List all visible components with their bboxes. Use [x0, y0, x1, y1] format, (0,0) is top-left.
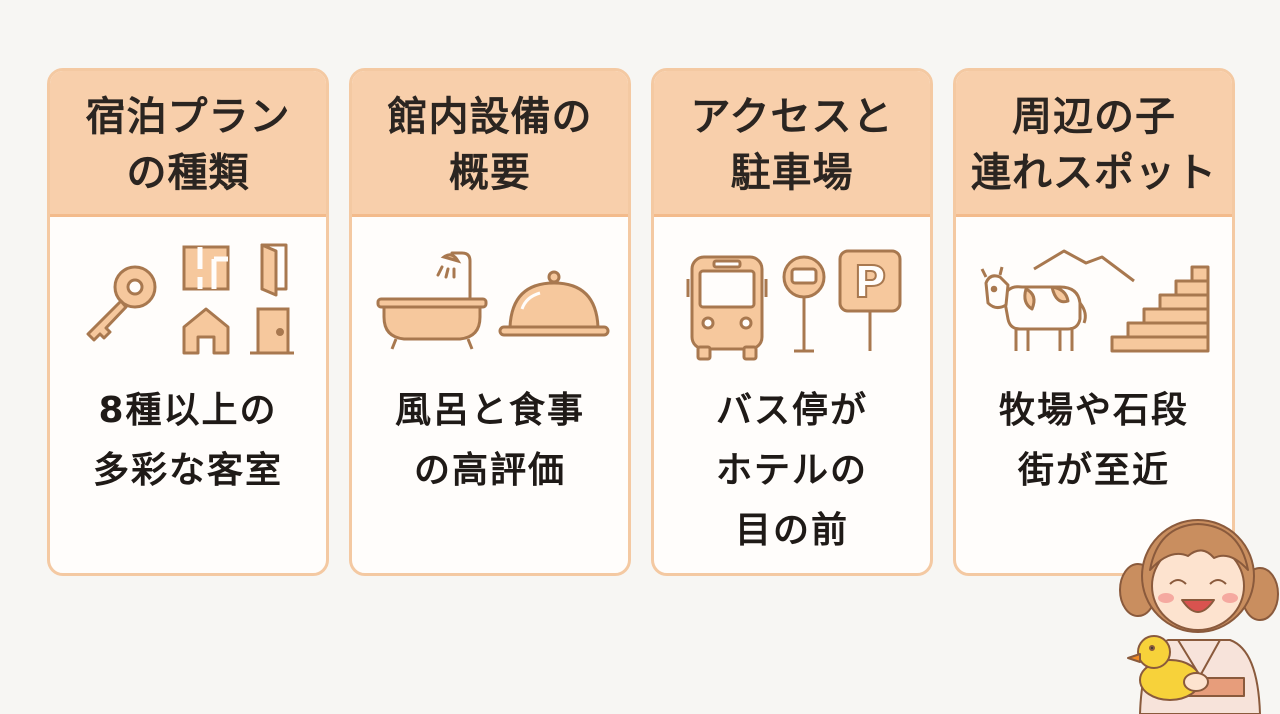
card-body-line: 牧場や石段 — [998, 390, 1189, 431]
card-body-line: 多彩な客室 — [92, 450, 283, 491]
house-icon — [182, 307, 230, 355]
card-body-line: 8種以上の — [98, 390, 278, 431]
mountain-icon — [1033, 249, 1135, 283]
feature-cards: 宿泊プラン の種類 — [47, 68, 1237, 578]
card-icons: P — [686, 249, 902, 361]
card-header: 宿泊プラン の種類 — [50, 71, 326, 217]
card-body: 風呂と食事 の高評価 — [352, 381, 628, 501]
parking-letter: P — [854, 257, 886, 308]
bus-stop-sign-icon — [782, 255, 826, 353]
key-icon — [86, 265, 157, 342]
card-body-line: バス停が — [715, 390, 868, 431]
parking-sign-icon: P — [838, 249, 902, 351]
card-body: バス停が ホテルの 目の前 — [654, 381, 930, 561]
card-title-line: 宿泊プラン — [85, 93, 291, 140]
card-title-line: 連れスポット — [971, 149, 1217, 196]
floor-plan-icon — [182, 245, 230, 291]
food-cloche-icon — [498, 270, 610, 337]
card-icons — [980, 249, 1210, 353]
card-family-spots: 周辺の子 連れスポット 牧場や石段 街が至 — [953, 68, 1235, 576]
card-title-line: 概要 — [449, 149, 531, 196]
card-body-line: の高評価 — [413, 450, 566, 491]
card-body-line: 風呂と食事 — [394, 390, 585, 431]
cow-icon — [980, 266, 1087, 351]
bathtub-icon — [376, 297, 488, 350]
card-title-line: の種類 — [126, 149, 250, 196]
card-header: アクセスと 駐車場 — [654, 71, 930, 217]
card-title-line: 駐車場 — [730, 149, 854, 196]
card-facilities: 館内設備の 概要 風呂と食事 の高評価 — [349, 68, 631, 576]
card-title-line: 館内設備の — [387, 93, 593, 140]
card-header: 周辺の子 連れスポット — [956, 71, 1232, 217]
open-door-icon — [260, 243, 288, 297]
bus-icon — [686, 255, 768, 361]
card-body: 牧場や石段 街が至近 — [956, 381, 1232, 501]
card-icons — [86, 243, 294, 355]
card-body-line: ホテルの — [715, 450, 868, 491]
card-body-line: 目の前 — [734, 510, 849, 551]
card-icons — [376, 251, 610, 350]
card-room-plans: 宿泊プラン の種類 — [47, 68, 329, 576]
girl-in-yukata-illustration — [1119, 519, 1279, 714]
closed-door-icon — [250, 307, 294, 355]
card-body: 8種以上の 多彩な客室 — [50, 381, 326, 501]
card-body-line: 街が至近 — [1017, 450, 1170, 491]
card-title-line: アクセスと — [690, 93, 894, 140]
card-access-parking: アクセスと 駐車場 P — [651, 68, 933, 576]
shower-icon — [436, 251, 472, 301]
card-header: 館内設備の 概要 — [352, 71, 628, 217]
card-title-line: 周辺の子 — [1012, 93, 1176, 140]
stone-steps-icon — [1110, 265, 1210, 353]
